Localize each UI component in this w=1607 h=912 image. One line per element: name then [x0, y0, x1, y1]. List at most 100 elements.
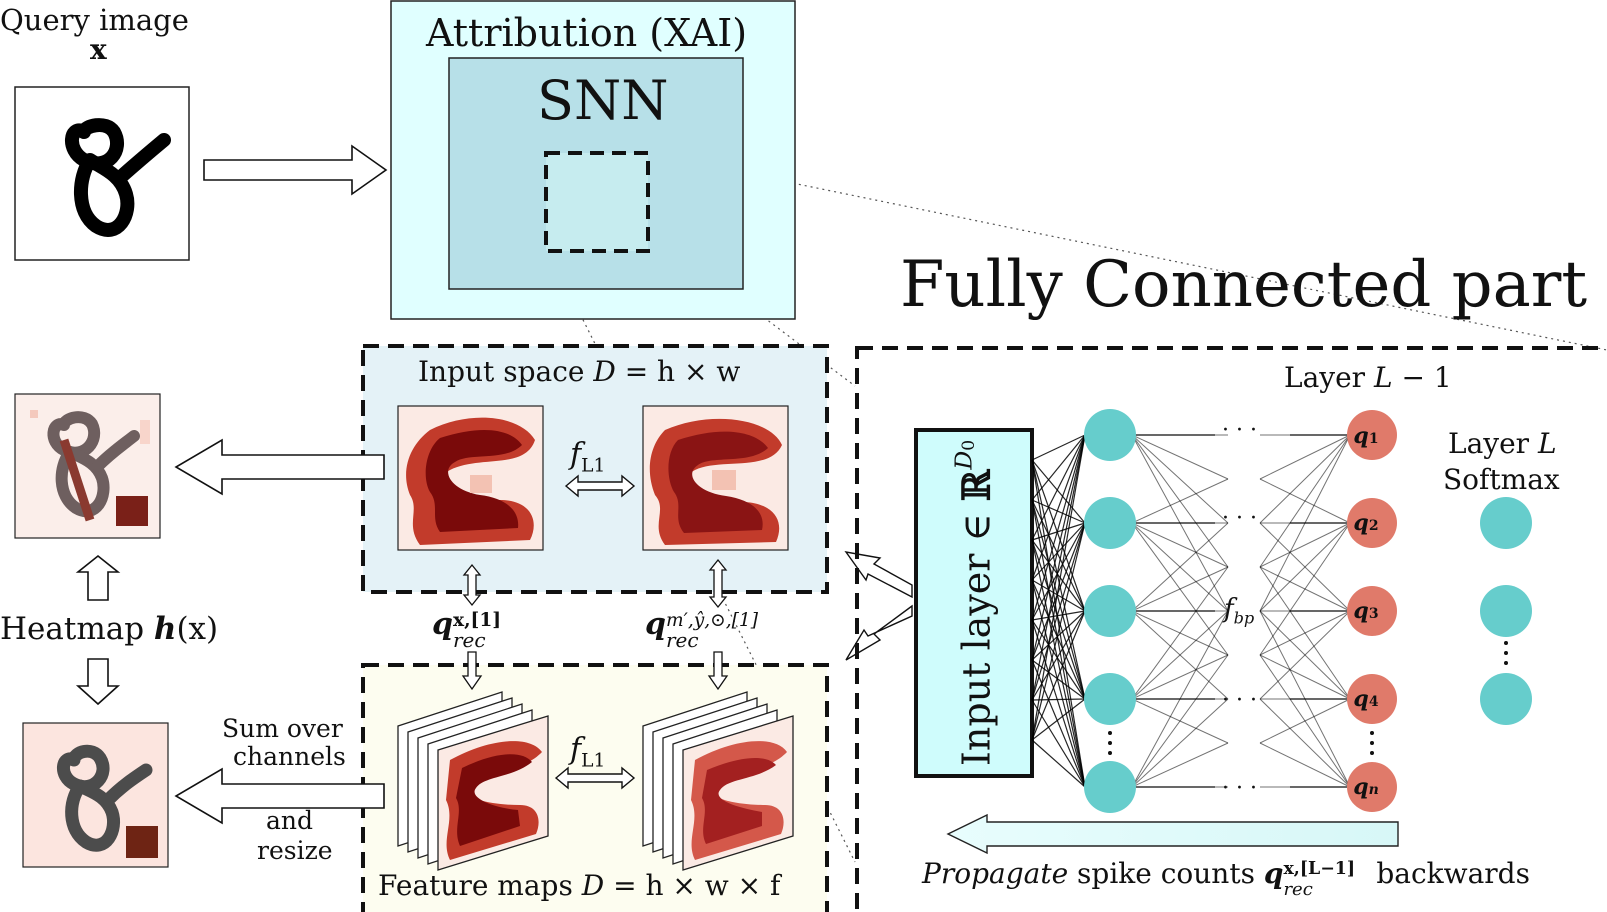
fbp-output-edge	[1259, 610, 1351, 656]
fc-box	[855, 346, 1607, 912]
softmax-ellipsis	[1504, 661, 1508, 665]
hidden-fbp-edge	[1131, 566, 1229, 612]
output-ellipsis	[1370, 751, 1374, 755]
fbp-output-edge	[1259, 698, 1351, 788]
output-neuron-q	[1347, 410, 1397, 460]
output-ellipsis	[1370, 731, 1374, 735]
input-hidden-edge	[1031, 459, 1086, 612]
softmax-neuron	[1480, 585, 1532, 637]
input-hidden-edge	[1031, 522, 1086, 541]
input-hidden-edge	[1031, 579, 1086, 700]
fbp-output-edge	[1259, 522, 1351, 656]
input-hidden-edge	[1031, 522, 1086, 701]
feature-to-heatmap-arrow	[174, 767, 385, 825]
input-hidden-edge	[1031, 434, 1086, 501]
input-hidden-edge	[1031, 610, 1086, 621]
network-edges	[1031, 434, 1351, 788]
output-ellipsis	[1370, 741, 1374, 745]
q-m-down-arrow	[707, 651, 729, 691]
feature-stack-right	[642, 691, 794, 871]
propagate-back-arrow	[946, 813, 1399, 855]
input-hidden-edge	[1031, 434, 1086, 581]
hidden-fbp-edge	[1131, 522, 1229, 612]
q-x-down-arrow	[461, 651, 483, 691]
input-hidden-edge	[1031, 459, 1086, 788]
input-layer-box	[914, 428, 1034, 778]
input-hidden-edge	[1031, 698, 1086, 701]
input-hidden-edge	[1031, 434, 1086, 741]
input-hidden-edge	[1031, 499, 1086, 788]
input-heatmap-x	[397, 405, 544, 551]
input-hidden-edge	[1031, 434, 1086, 461]
fbp-output-edge	[1259, 434, 1351, 480]
input-hidden-edge	[1031, 579, 1086, 788]
hidden-neuron	[1084, 585, 1136, 637]
input-hidden-edge	[1031, 459, 1086, 524]
snn-zoom-box	[544, 151, 650, 253]
hidden-fbp-edge	[1131, 610, 1229, 700]
query-to-xai-arrow	[203, 144, 388, 196]
input-hidden-edge	[1031, 434, 1086, 541]
fbp-output-edge	[1259, 742, 1351, 788]
hidden-fbp-edge	[1131, 478, 1229, 524]
input-hidden-edge	[1031, 698, 1086, 741]
heatmap-output-top	[14, 393, 161, 539]
heatmap-down-arrow	[75, 658, 121, 706]
output-neuron-q	[1347, 586, 1397, 636]
hidden-neuron	[1084, 761, 1136, 813]
output-neuron-q	[1347, 498, 1397, 548]
hidden-fbp-edge	[1131, 566, 1229, 700]
q-m-updown-arrow	[708, 558, 728, 609]
input-hidden-edge	[1031, 539, 1086, 788]
input-hidden-edge	[1031, 659, 1086, 788]
feature-stack-left	[397, 691, 549, 871]
fbp-output-edge	[1259, 654, 1351, 700]
input-hidden-edge	[1031, 499, 1086, 700]
input-hidden-edge	[1031, 619, 1086, 700]
fbp-output-edge	[1259, 434, 1351, 568]
input-to-heatmap-arrow	[174, 438, 385, 496]
hidden-fbp-edge	[1131, 434, 1229, 524]
heatmap-output-bottom	[22, 722, 169, 868]
input-hidden-edge	[1031, 499, 1086, 524]
softmax-neuron	[1480, 673, 1532, 725]
hidden-ellipsis	[1108, 731, 1112, 735]
fc-to-input-arrow	[844, 551, 913, 599]
input-hidden-edge	[1031, 522, 1086, 661]
input-hidden-edge	[1031, 522, 1086, 741]
input-hidden-edge	[1031, 610, 1086, 741]
input-hidden-edge	[1031, 659, 1086, 700]
hidden-fbp-edge	[1131, 654, 1229, 788]
input-hidden-edge	[1031, 699, 1086, 788]
network-neurons	[1084, 409, 1532, 813]
hidden-fbp-edge	[1131, 522, 1229, 568]
input-hidden-edge	[1031, 610, 1086, 701]
input-hidden-edge	[1031, 522, 1086, 621]
hidden-ellipsis	[1108, 741, 1112, 745]
hidden-ellipsis	[1108, 751, 1112, 755]
hidden-fbp-edge	[1131, 434, 1229, 480]
input-hidden-edge	[1031, 434, 1086, 701]
input-heatmap-m	[642, 405, 789, 551]
input-hidden-edge	[1031, 610, 1086, 661]
softmax-ellipsis	[1504, 641, 1508, 645]
hidden-neuron	[1084, 409, 1136, 461]
input-hidden-edge	[1031, 434, 1086, 661]
hidden-fbp-edge	[1131, 742, 1229, 788]
input-hidden-edge	[1031, 434, 1086, 621]
query-image	[14, 86, 190, 261]
heatmap-up-arrow	[75, 554, 121, 601]
softmax-neuron	[1480, 497, 1532, 549]
hidden-neuron	[1084, 497, 1136, 549]
fbp-output-edge	[1259, 522, 1351, 612]
input-hidden-edge	[1031, 539, 1086, 700]
fbp-output-edge	[1259, 610, 1351, 700]
input-hidden-edge	[1031, 739, 1086, 788]
input-hidden-edge	[1031, 579, 1086, 612]
q-x-updown-arrow	[462, 563, 482, 607]
input-hidden-edge	[1031, 619, 1086, 788]
input-hidden-edge	[1031, 499, 1086, 612]
feature-fl1-arrow	[554, 766, 636, 790]
input-hidden-edge	[1031, 522, 1086, 581]
